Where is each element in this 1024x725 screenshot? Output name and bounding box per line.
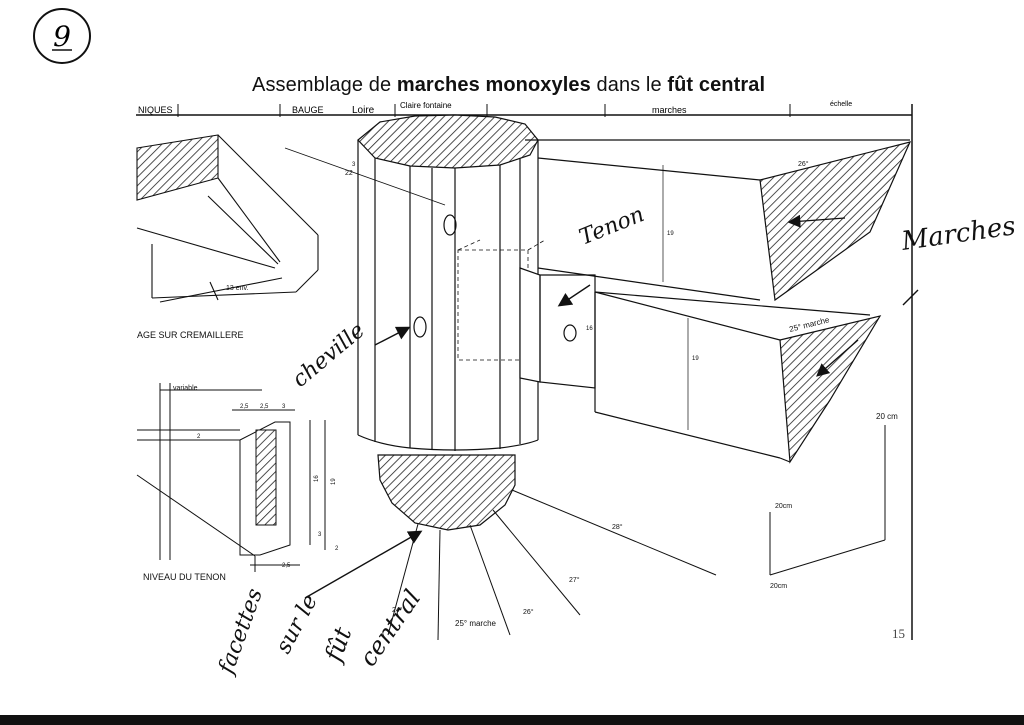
scale-depth-label: 20cm [775, 503, 792, 510]
title-bold-1: marches monoxyles [396, 74, 591, 96]
title-middle: dans le [590, 74, 668, 96]
badge-number: 9 [53, 20, 71, 53]
arrow-facettes [304, 530, 423, 599]
title-prefix: Assemblage de [252, 74, 397, 96]
dim-g: 3 [318, 532, 322, 538]
arrow-cheville [374, 326, 411, 346]
dim-c: 3 [282, 404, 286, 410]
dim-d: 2 [197, 434, 201, 440]
caption-cremaillere: AGE SUR CREMAILLERE [137, 330, 244, 340]
arrow-tenon [557, 284, 591, 307]
header-strip: NIQUES BAUGE Loire Claire fontaine march… [136, 101, 913, 640]
dim-3: 3 [352, 162, 356, 168]
peg-hole-lower [413, 316, 427, 338]
upper-step: 19 26° [525, 139, 912, 302]
fut-top-section [357, 114, 539, 169]
page-number: 15 [892, 626, 905, 641]
bottom-border [0, 715, 1024, 725]
scale-vertical-label: 20 cm [876, 412, 898, 421]
dim-h: 2 [335, 546, 339, 552]
scale-horizontal-label: 20cm [770, 583, 787, 590]
ray-label-27: 27° [569, 576, 580, 584]
lower-step-end-face [779, 315, 882, 464]
dim-b: 2,5 [260, 404, 269, 410]
dim-13env: 13 env. [226, 285, 248, 292]
dim-f: 19 [331, 478, 337, 485]
ray-label-28: 28° [612, 523, 623, 531]
dim-i: 2,5 [282, 563, 291, 569]
upper-step-height: 19 [667, 231, 674, 237]
fut-bottom-section [377, 454, 516, 531]
header-cell-middle: Claire fontaine [400, 101, 452, 110]
fut-central: 22 3 [284, 114, 546, 531]
hand-marches: Marches [899, 211, 1018, 257]
header-cell-loire: Loire [352, 105, 375, 116]
peg-hole-upper [443, 214, 457, 236]
upper-step-end-face [759, 141, 912, 302]
mortise-dashed [457, 249, 529, 361]
arrow-marches-lower [816, 339, 859, 377]
dim-22: 22 [345, 170, 353, 177]
lower-step: 16 19 25° marche [519, 267, 882, 464]
ray-label-25: 25° marche [455, 619, 497, 628]
top-left-detail: 13 env. AGE SUR CREMAILLERE [136, 134, 319, 340]
hand-facettes-4: central [354, 585, 426, 672]
lower-step-tenon-height: 16 [586, 326, 593, 332]
page-badge: 9 [33, 8, 91, 64]
title-bold-2: fût central [667, 74, 766, 96]
header-cell-bauge: BAUGE [292, 105, 324, 115]
page-title: Assemblage de marches monoxyles dans le … [252, 74, 765, 97]
scale-axes: 20 cm 20cm 20cm [769, 412, 898, 590]
peg-hole-tenon [563, 324, 577, 342]
lower-step-height: 19 [692, 356, 699, 362]
header-cell-right: échelle [830, 101, 852, 108]
hatched-profile [136, 134, 219, 201]
label-variable: variable [173, 385, 198, 392]
hand-facettes-3: fût [319, 623, 358, 667]
upper-step-angle: 26° [798, 160, 809, 168]
hand-facettes-2: sur le [271, 590, 323, 657]
dim-a: 2,5 [240, 404, 249, 410]
handwritten-annotations: Tenon Marches cheville facettes sur le f… [213, 202, 1017, 679]
caption-niveau-tenon: NIVEAU DU TENON [143, 572, 226, 582]
ray-label-26: 26° [523, 608, 534, 616]
dim-e: 16 [314, 475, 320, 482]
header-cell-left: NIQUES [138, 105, 173, 115]
bottom-left-detail: variable 2,5 2,5 3 2 16 19 3 2 2,5 NIVEA… [136, 383, 339, 582]
arrow-marches-upper [787, 214, 846, 228]
ray-label-24: 24° [392, 606, 403, 614]
header-cell-marches: marches [652, 105, 687, 115]
hand-facettes-1: facettes [213, 585, 267, 679]
tenon-section [255, 429, 277, 526]
badge-circle [33, 8, 91, 64]
hand-tenon: Tenon [576, 202, 648, 250]
